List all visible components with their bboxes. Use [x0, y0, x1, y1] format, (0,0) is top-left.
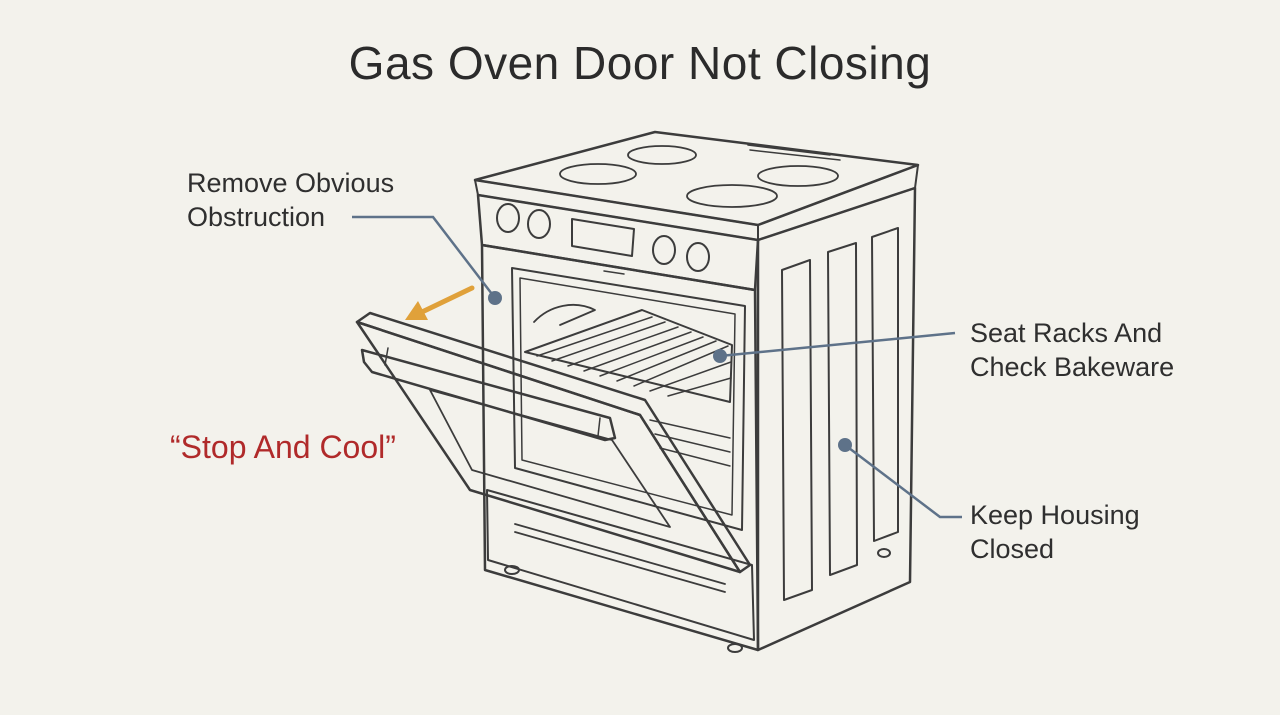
callout-keep-housing: Keep Housing Closed [970, 498, 1140, 566]
callout-remove-line2: Obstruction [187, 202, 326, 232]
callout-remove-obstruction: Remove Obvious Obstruction [187, 166, 394, 234]
callout-keep-line2: Closed [970, 534, 1055, 564]
callout-seat-line2: Check Bakeware [970, 352, 1175, 382]
callout-remove-line1: Remove Obvious [187, 168, 395, 198]
burner-front-left [559, 163, 637, 185]
oven-front [480, 243, 760, 653]
door-handle [360, 348, 617, 442]
callout-keep-line1: Keep Housing [970, 500, 1140, 530]
burner-back-right [757, 165, 839, 187]
knob-4 [686, 242, 710, 272]
door-window [429, 389, 671, 528]
callout-seat-racks: Seat Racks And Check Bakeware [970, 316, 1174, 384]
storage-drawer [486, 489, 755, 641]
cooktop [473, 130, 920, 241]
leader-remove-obstruction [352, 215, 502, 305]
callout-seat-line1: Seat Racks And [970, 318, 1163, 348]
knob-3 [652, 235, 676, 265]
page-title: Gas Oven Door Not Closing [348, 37, 932, 89]
knob-2 [527, 209, 551, 239]
callout-stop-and-cool: “Stop And Cool” [170, 429, 396, 465]
leader-keep-housing [838, 438, 962, 519]
side-panel [756, 186, 917, 652]
burner-front-right [686, 184, 778, 208]
leader-seat-racks [713, 331, 956, 363]
oven-rack [524, 303, 733, 467]
oven-cavity [511, 267, 746, 531]
burner-back-left [627, 145, 697, 165]
pull-arrow-icon [405, 285, 475, 320]
knob-1 [496, 203, 520, 233]
control-panel [476, 193, 760, 292]
display-panel [571, 218, 635, 257]
oven-door [355, 311, 752, 574]
